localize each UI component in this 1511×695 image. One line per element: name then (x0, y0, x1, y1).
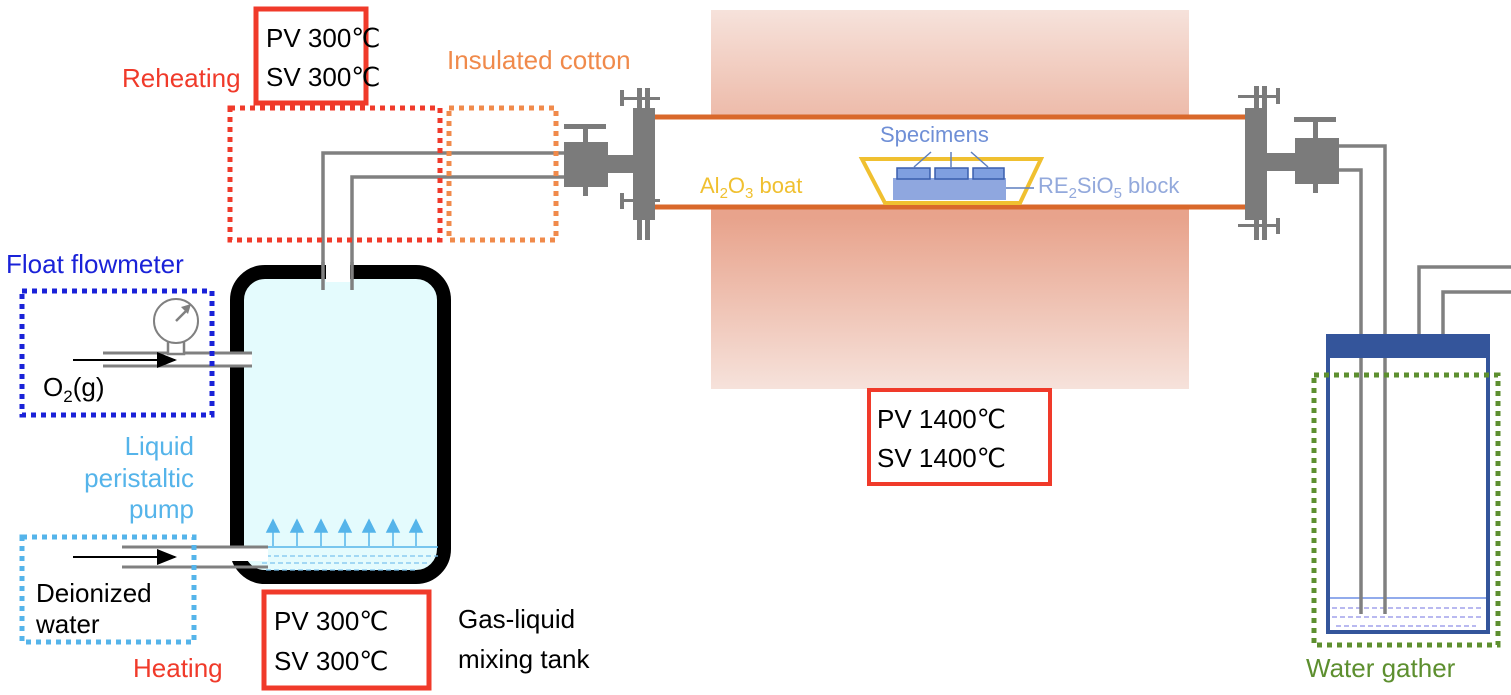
liquid-pump-label-3: pump (129, 494, 194, 524)
water-pipe-gap (228, 547, 268, 561)
liquid-pump-label-2: peristaltic (84, 463, 194, 493)
reheating-pv: PV 300℃ (266, 23, 381, 53)
inlet-pipes (321, 151, 564, 290)
re2sio5-block (893, 178, 1006, 200)
float-flowmeter-zone-box (19, 288, 215, 418)
steam-arrows (265, 518, 424, 546)
specimen-leader-lines (913, 151, 1034, 189)
furnace-sv: SV 1400℃ (877, 443, 1006, 473)
tank-top-opening (326, 264, 350, 282)
oxygen-label: O2(g) (43, 372, 104, 406)
pump-zone-box (19, 534, 197, 645)
left-valve (564, 124, 608, 196)
specimens-label: Specimens (880, 122, 989, 147)
heating-controller-box (261, 589, 432, 691)
furnace-controller-box (867, 388, 1052, 486)
reheating-sv: SV 300℃ (266, 62, 381, 92)
left-flange (604, 88, 660, 240)
mixing-tank-label-2: mixing tank (458, 644, 590, 674)
water-gather-label: Water gather (1306, 653, 1456, 683)
deionized-water-label-1: Deionized (36, 578, 152, 608)
reheating-controller-box (253, 6, 369, 106)
water-gather-vessel (1326, 334, 1490, 634)
heating-label: Heating (133, 653, 223, 683)
gather-liquid-dashes (1332, 607, 1484, 627)
re2sio5-block-label: RE2SiO5 block (1038, 173, 1180, 202)
specimens (896, 167, 1005, 180)
insulated-cotton-label: Insulated cotton (447, 45, 631, 75)
heating-sv: SV 300℃ (274, 646, 389, 676)
right-flange (1238, 86, 1297, 240)
heating-pv: PV 300℃ (274, 606, 389, 636)
al2o3-boat-label: Al2O3 boat (700, 173, 802, 202)
mixing-tank-label-1: Gas-liquid (458, 604, 575, 634)
furnace-pv: PV 1400℃ (877, 404, 1006, 434)
flowmeter-gauge-icon (153, 298, 199, 356)
liquid-pump-label-1: Liquid (125, 431, 194, 461)
deionized-water-label-2: water (35, 609, 100, 639)
water-gather-lid (1326, 336, 1490, 358)
water-gather-zone-box (1311, 372, 1501, 648)
insulated-cotton-zone-box (446, 105, 559, 243)
tank-liquid-dashes (258, 555, 438, 571)
reheating-label: Reheating (122, 63, 241, 93)
al2o3-boat (858, 157, 1045, 205)
reheating-zone-box (227, 105, 443, 243)
o2-pipe-gap (228, 352, 252, 366)
right-valve (1294, 117, 1339, 193)
float-flowmeter-label: Float flowmeter (6, 249, 184, 279)
